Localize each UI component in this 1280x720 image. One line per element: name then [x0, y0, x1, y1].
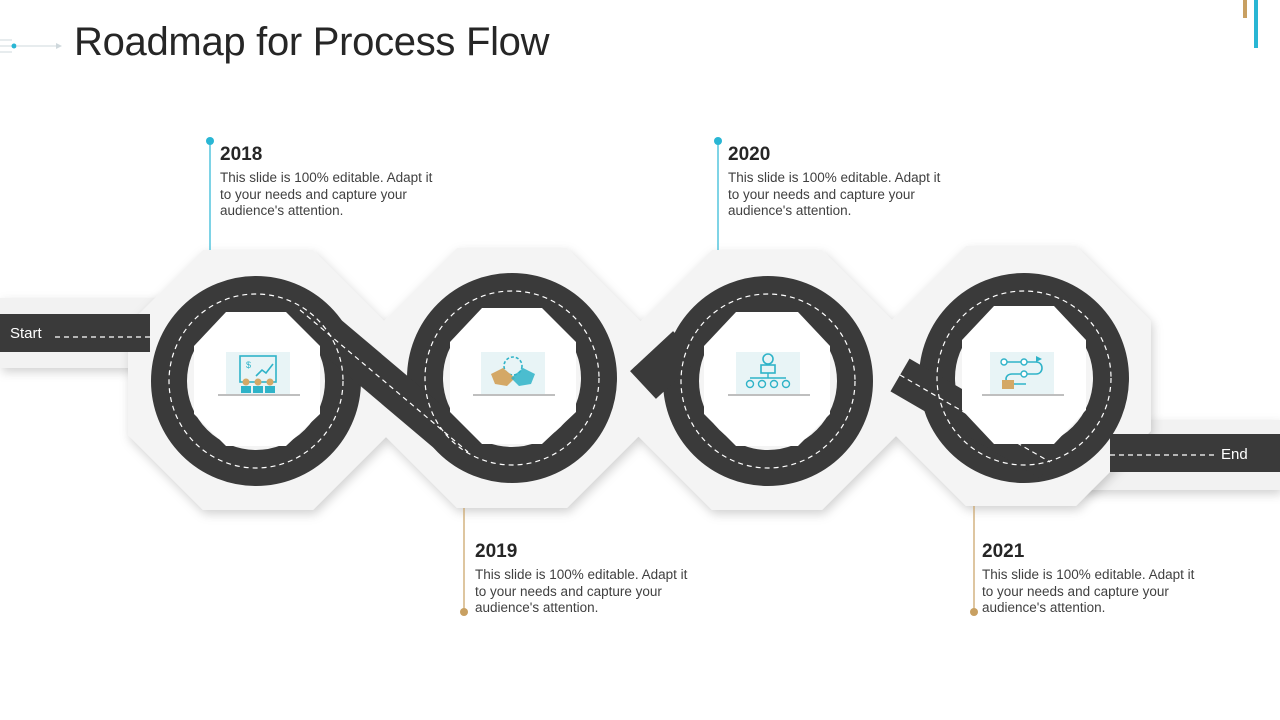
milestone-2020: 2020 This slide is 100% editable. Adapt … — [728, 144, 953, 220]
svg-text:$: $ — [246, 360, 251, 370]
milestone-year: 2018 — [220, 144, 263, 165]
milestone-year: 2021 — [982, 541, 1025, 562]
milestone-2021: 2021 This slide is 100% editable. Adapt … — [982, 541, 1207, 617]
road-start-label: Start — [10, 325, 42, 342]
milestone-marker-2019 — [460, 508, 468, 616]
corner-bars-decoration — [1243, 0, 1258, 48]
milestone-description: This slide is 100% editable. Adapt it to… — [728, 170, 941, 218]
milestone-2019: 2019 This slide is 100% editable. Adapt … — [475, 541, 700, 617]
milestone-description: This slide is 100% editable. Adapt it to… — [220, 170, 433, 218]
handshake-gear-icon — [473, 352, 555, 396]
milestone-description: This slide is 100% editable. Adapt it to… — [982, 567, 1195, 615]
milestone-year: 2019 — [475, 541, 518, 562]
team-hierarchy-icon — [728, 352, 810, 396]
milestone-marker-2020 — [714, 137, 722, 250]
page-title: Roadmap for Process Flow — [74, 20, 550, 64]
header-arrow-decoration — [0, 39, 62, 53]
milestone-marker-2018 — [206, 137, 214, 250]
milestone-year: 2020 — [728, 144, 771, 165]
process-path-icon — [982, 352, 1064, 396]
milestone-2018: 2018 This slide is 100% editable. Adapt … — [220, 144, 445, 220]
milestone-marker-2021 — [970, 506, 978, 616]
milestone-description: This slide is 100% editable. Adapt it to… — [475, 567, 688, 615]
presentation-board-icon: $ — [218, 352, 300, 396]
road-end-label: End — [1221, 446, 1248, 463]
